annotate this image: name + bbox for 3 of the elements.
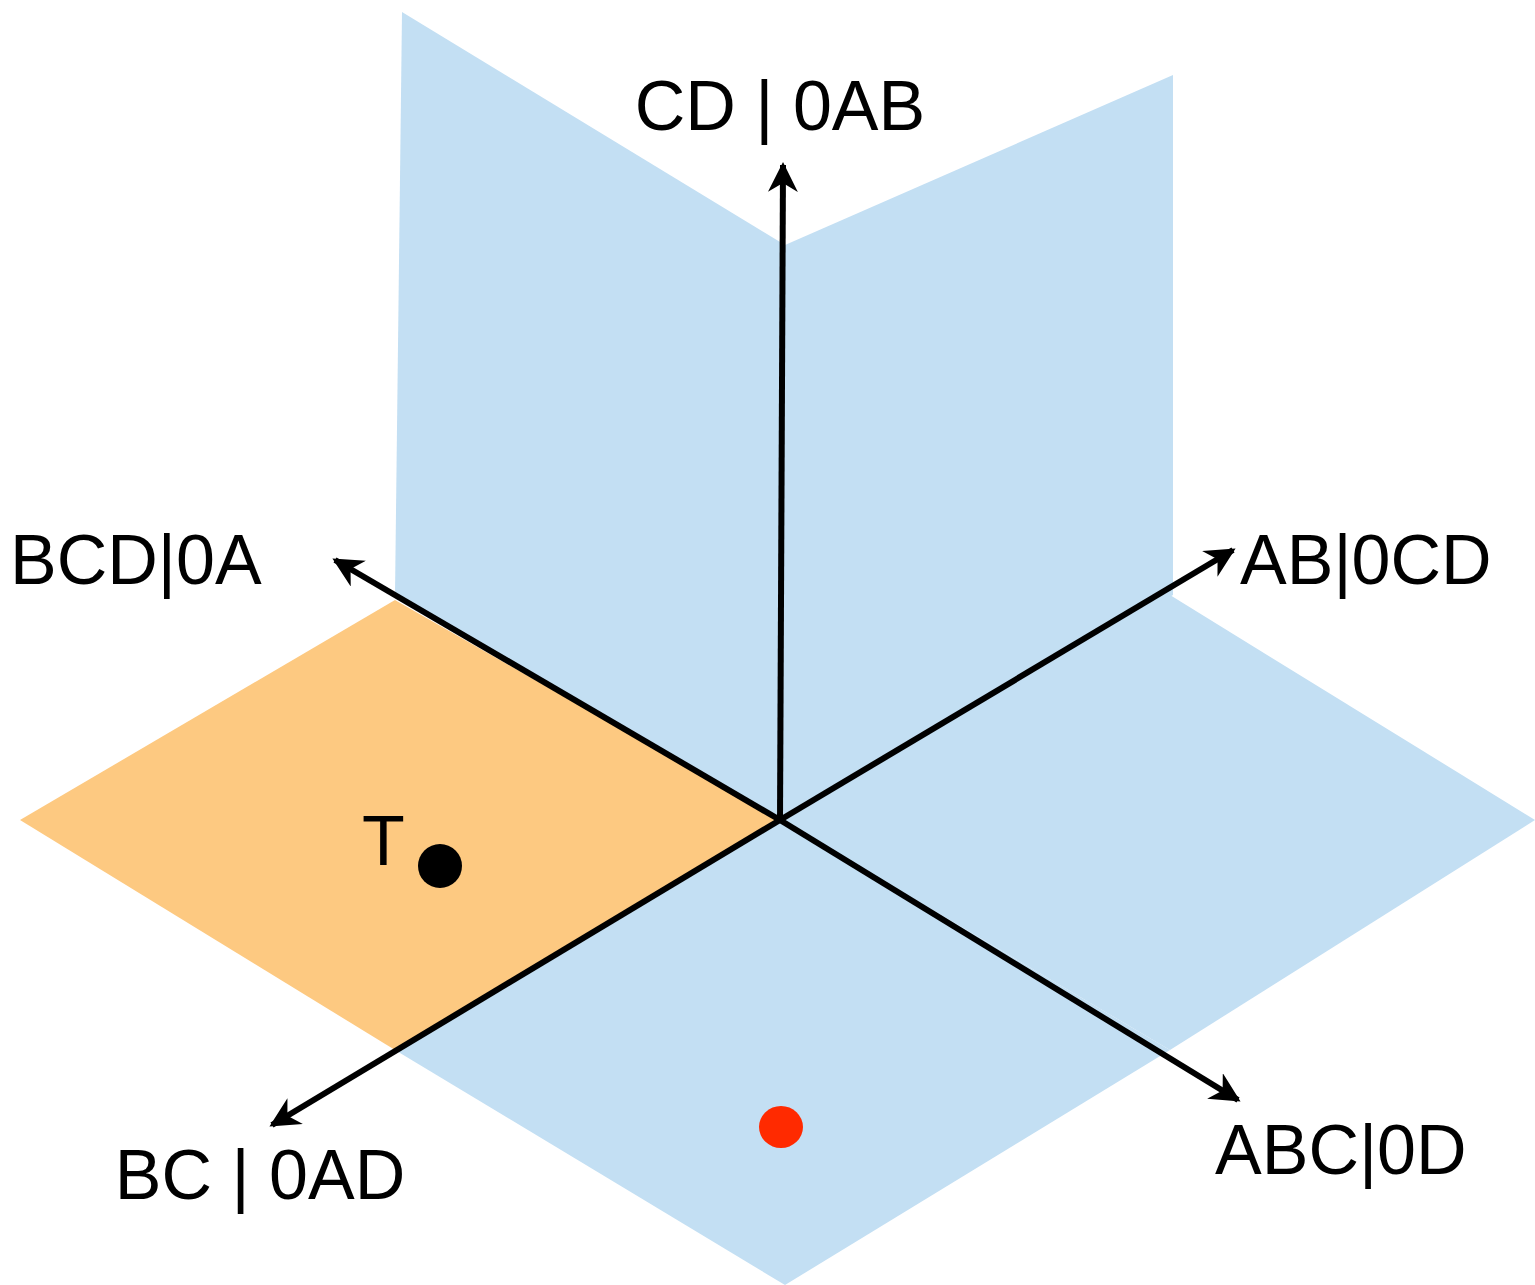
point-label: T: [362, 806, 405, 876]
arrow: [269, 817, 782, 1128]
arrow: [778, 817, 1241, 1103]
